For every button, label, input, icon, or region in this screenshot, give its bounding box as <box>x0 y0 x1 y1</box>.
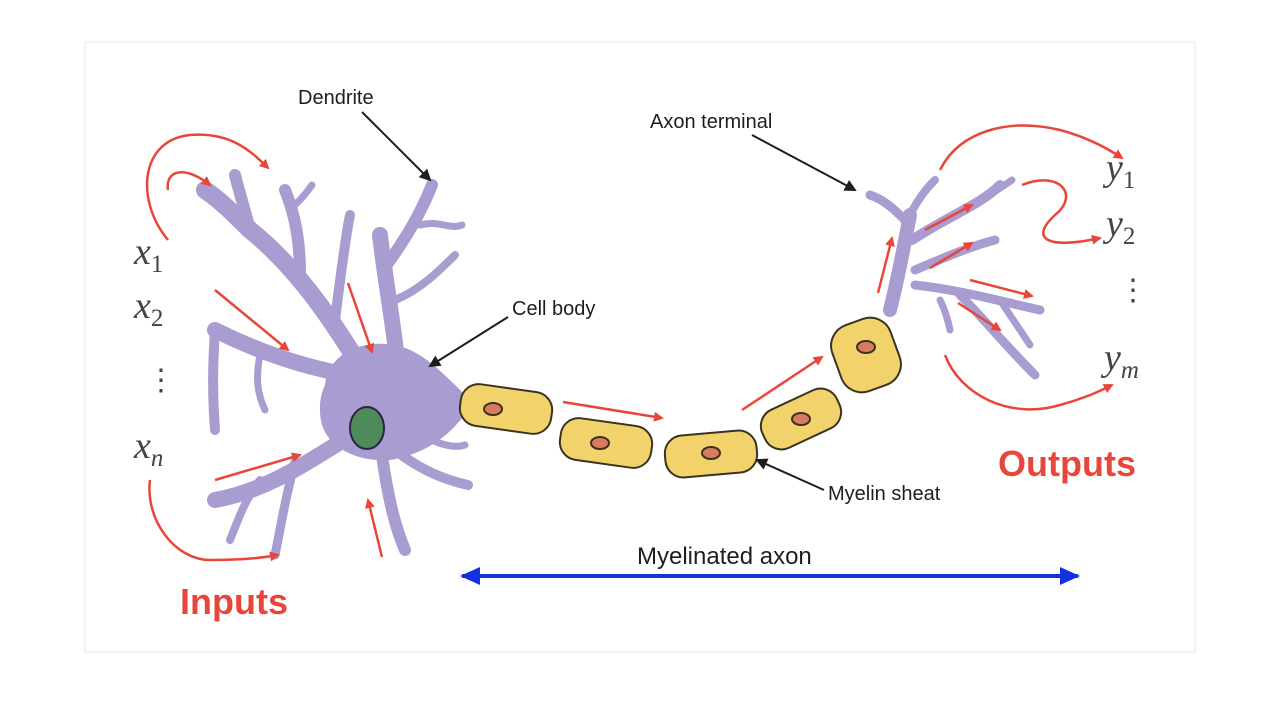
input-arrow <box>145 133 270 241</box>
outputs-label: Outputs <box>998 443 1136 484</box>
signal-flow-arrow <box>741 355 824 412</box>
pointer-lines <box>361 111 857 491</box>
signal-flow-arrow <box>876 236 895 294</box>
inputs-label: Inputs <box>180 581 288 622</box>
signal-flow-arrow <box>214 452 302 482</box>
input-arrow <box>148 479 280 562</box>
myelin-sheath-label: Myelin sheat <box>828 483 941 505</box>
cell-body-label: Cell body <box>512 298 595 320</box>
input-variable: x1 <box>133 231 163 278</box>
output-variables: y1 y2 ⋮ ym <box>1100 147 1148 384</box>
myelinated-axon-label: Myelinated axon <box>637 543 812 570</box>
signal-flow-arrow <box>562 400 664 422</box>
myelin-pointer <box>755 458 825 491</box>
input-arrow <box>166 171 212 191</box>
output-variable: ym <box>1100 337 1139 384</box>
signal-flow-arrow <box>957 301 1002 332</box>
signal-flow-arrow <box>929 241 974 270</box>
signal-flow-arrow <box>969 278 1034 299</box>
nucleus-icon <box>349 406 385 450</box>
input-variables: x1 x2 ⋮ xn <box>133 231 176 472</box>
signal-flow-arrow <box>365 498 384 558</box>
input-ellipsis: ⋮ <box>146 364 176 397</box>
input-variable: xn <box>133 425 163 472</box>
myelin-sheath <box>458 316 902 479</box>
signal-flow-arrow <box>924 203 974 232</box>
output-variable: y1 <box>1102 147 1135 194</box>
output-arrow <box>943 354 1114 411</box>
output-variable: y2 <box>1102 203 1135 250</box>
signal-flow-arrow <box>214 289 290 352</box>
axon-terminal-label: Axon terminal <box>650 111 772 133</box>
dendrite-label: Dendrite <box>298 87 374 109</box>
dendrite-pointer <box>361 111 432 182</box>
cell-body-pointer <box>428 316 509 368</box>
output-arrow <box>1021 179 1102 245</box>
axon-terminal-pointer <box>751 134 857 191</box>
output-ellipsis: ⋮ <box>1118 274 1148 307</box>
input-variable: x2 <box>133 285 163 332</box>
output-arrow <box>938 124 1124 171</box>
signal-arrows <box>145 124 1124 562</box>
signal-flow-arrow <box>346 282 375 354</box>
cell-body <box>196 169 473 560</box>
